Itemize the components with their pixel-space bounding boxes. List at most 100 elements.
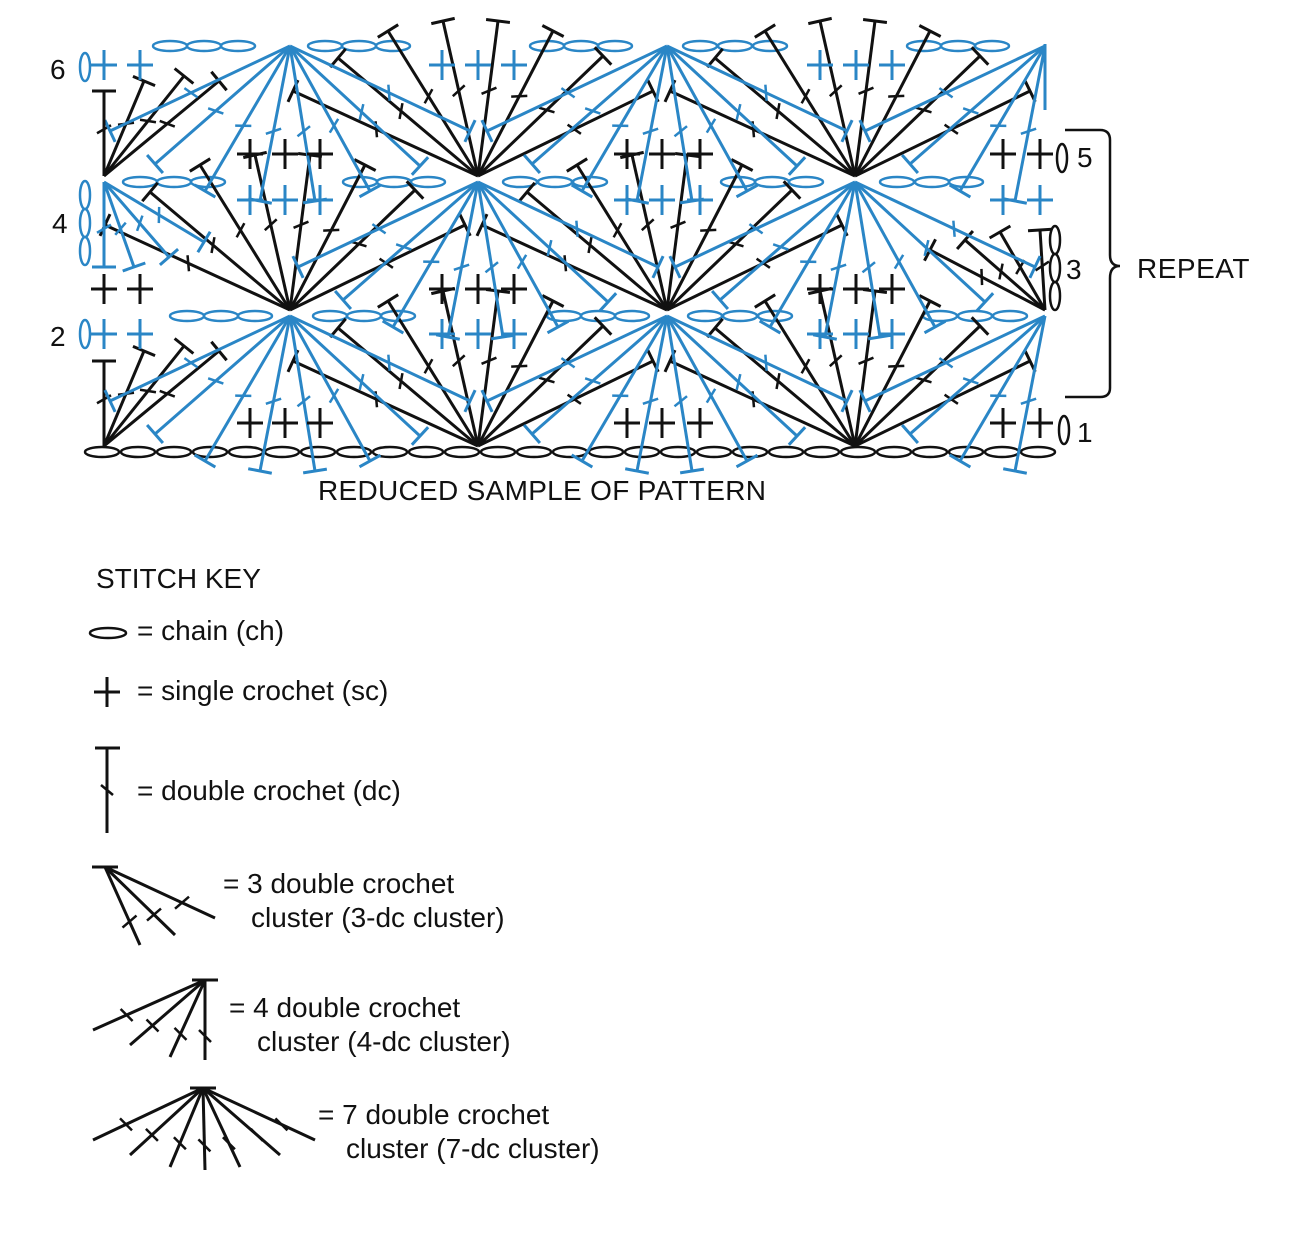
double-crochet-stitch [476, 316, 613, 448]
double-crochet-stitch [102, 181, 146, 273]
row-label-1: 1 [1077, 417, 1093, 448]
chain-stitch [913, 175, 951, 189]
double-crochet-stitch [435, 181, 480, 341]
four-dc-cluster-icon [92, 978, 218, 1060]
double-crochet-stitch [247, 315, 292, 475]
double-crochet-stitch [288, 314, 430, 446]
single-crochet-stitch [272, 185, 298, 215]
chain-stitch [803, 445, 841, 459]
single-crochet-stitch [465, 319, 491, 349]
chain-stitch [551, 445, 589, 459]
chain-stitch [155, 445, 193, 459]
single-crochet-stitch [501, 274, 527, 304]
double-crochet-stitch [377, 293, 480, 447]
chain-stitch [78, 207, 92, 239]
single-crochet-stitch [807, 319, 833, 349]
single-crochet-stitch [687, 408, 713, 438]
double-crochet-stitch [476, 294, 565, 447]
repeat-bracket [1065, 128, 1121, 399]
key-dc-line1: = double crochet (dc) [137, 775, 401, 806]
single-crochet-stitch [843, 274, 869, 304]
double-crochet-stitch [329, 47, 479, 178]
double-crochet-stitch [480, 44, 668, 143]
key-7dc-line2: cluster (7-dc cluster) [346, 1133, 600, 1164]
single-crochet-stitch [94, 677, 120, 707]
seven-dc-cluster [98, 150, 472, 312]
chain-stitch [562, 39, 600, 53]
single-crochet-stitch [465, 274, 491, 304]
stitch-key-symbols [88, 626, 316, 1171]
double-crochet-stitch [900, 44, 1046, 175]
chain-stitch [121, 175, 159, 189]
chain-stitch [311, 309, 349, 323]
double-crochet-stitch [624, 315, 669, 475]
chain-stitch [479, 445, 517, 459]
chain-stitch [371, 445, 409, 459]
chain-stitch [340, 39, 378, 53]
double-crochet-stitch [381, 181, 480, 335]
chain-icon [88, 626, 128, 640]
chain-stitch [155, 175, 193, 189]
chain-stitch [443, 445, 481, 459]
seven-dc-cluster [480, 314, 854, 475]
double-crochet-stitch [189, 157, 292, 311]
chain-stitch [839, 445, 877, 459]
double-crochet-stitch [665, 315, 759, 469]
single-crochet-stitch [237, 408, 263, 438]
chain-stitch [78, 179, 92, 211]
chain-stitch [407, 445, 445, 459]
double-crochet-stitch [1002, 45, 1047, 205]
double-crochet-stitch [288, 44, 430, 176]
single-crochet-stitch [272, 139, 298, 169]
chain-stitch [341, 175, 379, 189]
seven-dc-cluster [663, 16, 1037, 178]
chain-stitch [219, 39, 257, 53]
row-label-6: 6 [50, 54, 66, 85]
double-crochet-stitch [754, 293, 857, 447]
single-crochet-stitch [990, 408, 1016, 438]
four-dc-cluster [92, 180, 212, 273]
chain-stitch [236, 309, 274, 323]
key-sc-text: = single crochet (sc) [137, 674, 388, 708]
chain-stitch [185, 39, 223, 53]
single-crochet-stitch [649, 139, 675, 169]
chain-stitch [375, 175, 413, 189]
double-crochet-icon [95, 746, 120, 833]
double-crochet-stitch [522, 44, 668, 175]
chain-stitch [613, 309, 651, 323]
repeat-label: REPEAT [1137, 253, 1250, 284]
double-crochet-stitch [665, 180, 802, 312]
chain-stitch [681, 39, 719, 53]
double-crochet-stitch [853, 17, 888, 177]
double-crochet-stitch [854, 180, 1042, 279]
chain-stitches [78, 39, 1071, 459]
chain-stitch [973, 39, 1011, 53]
double-crochet-stitch [522, 314, 668, 445]
single-crochet-stitch [237, 185, 263, 215]
row-label-5: 5 [1077, 142, 1093, 173]
double-crochet-stitch [853, 181, 947, 335]
double-crochet-stitch [666, 314, 854, 413]
single-crochet-stitch [879, 50, 905, 80]
chain-stitch [1055, 142, 1069, 174]
key-chain-text: = chain (ch) [137, 614, 284, 648]
key-7dc-text: = 7 double crochet cluster (7-dc cluster… [318, 1098, 600, 1166]
double-crochet-stitch [666, 44, 854, 143]
double-crochet-stitch [754, 23, 857, 177]
double-crochet-stitch [710, 180, 856, 311]
double-crochet-stitch [102, 181, 180, 266]
single-crochet-stitch [307, 408, 333, 438]
double-crochet-stitch [1027, 227, 1053, 311]
chain-stitch [596, 39, 634, 53]
chain-stitch [587, 445, 625, 459]
double-crochet-stitch [103, 314, 291, 413]
chain-stitch [695, 445, 733, 459]
chain-stitch [119, 445, 157, 459]
key-4dc-text: = 4 double crochet cluster (4-dc cluster… [229, 991, 511, 1059]
three-dc-cluster-icon [92, 865, 216, 946]
single-crochet-stitch [237, 139, 263, 169]
double-crochet-stitch [288, 45, 328, 205]
double-crochet-stitch [103, 180, 212, 254]
cluster-stitches [92, 16, 1053, 475]
